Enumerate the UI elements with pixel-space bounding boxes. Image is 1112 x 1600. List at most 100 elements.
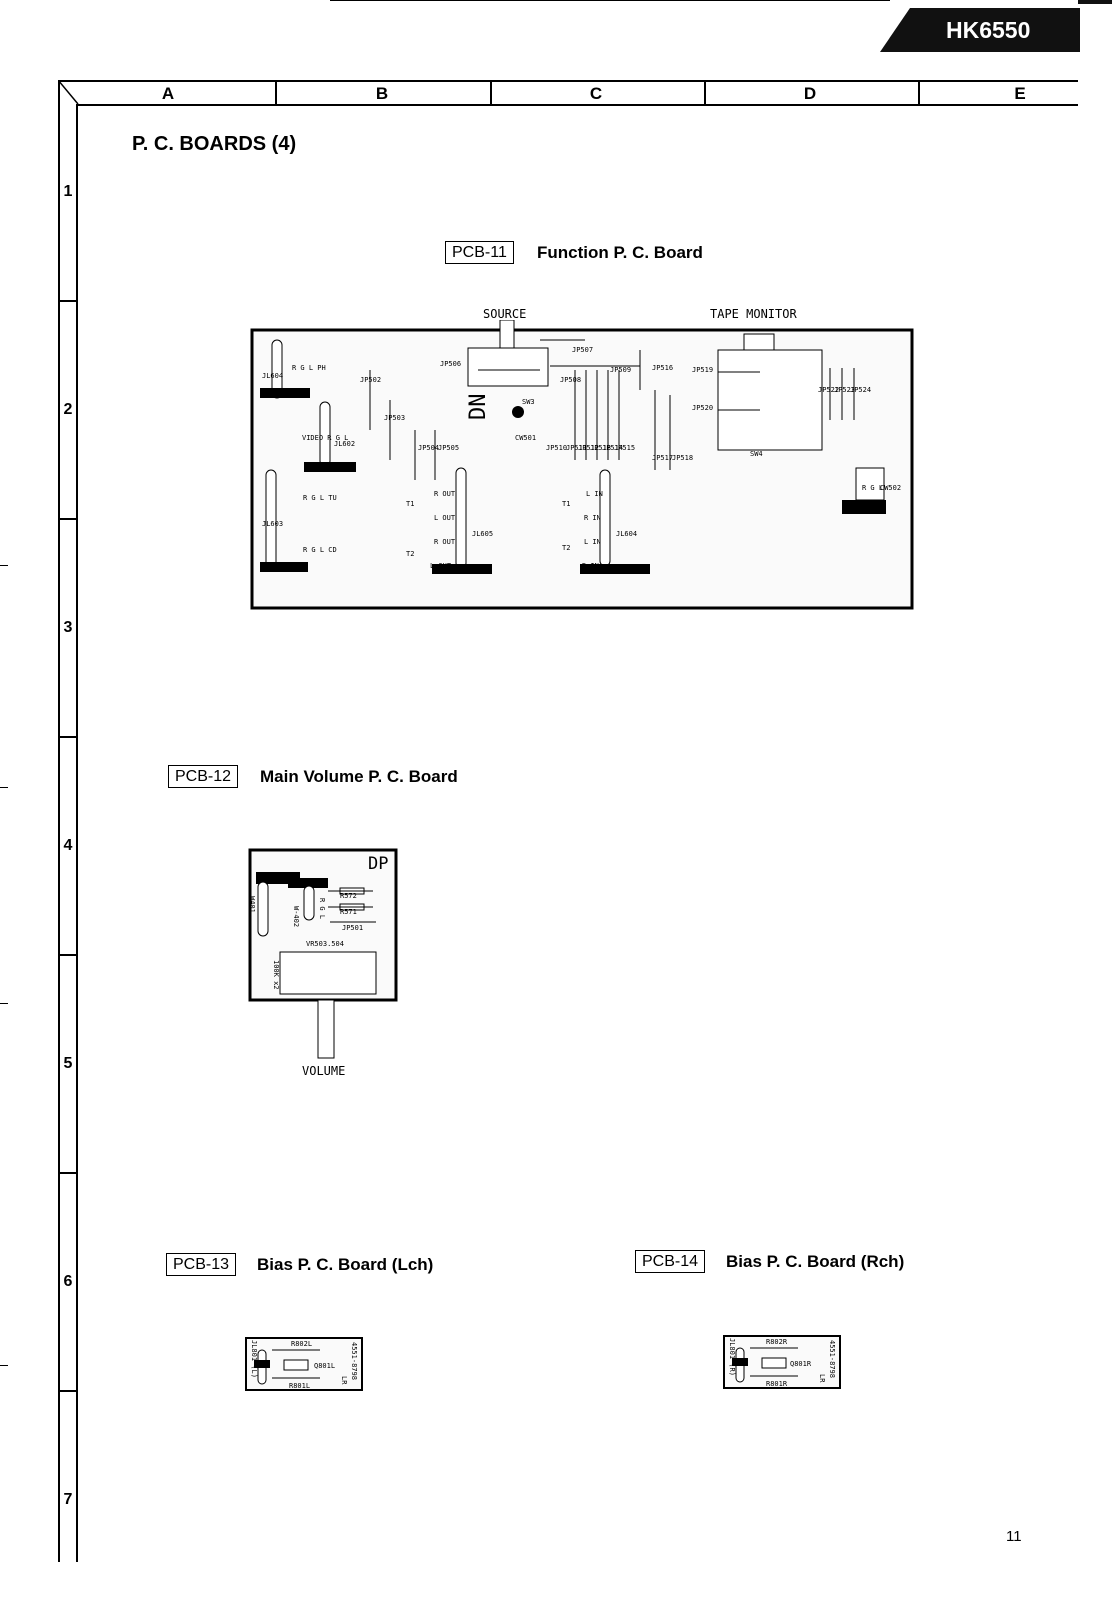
row-label-7: 7 <box>63 1491 73 1508</box>
pcb14-jl: JL801 (R) <box>728 1338 736 1376</box>
pcb12-title: Main Volume P. C. Board <box>260 767 458 786</box>
row-sep-1 <box>58 300 77 302</box>
pcb11-jp520: JP520 <box>692 404 714 412</box>
col-sep-1 <box>275 80 277 105</box>
pcb14-r802: R802R <box>766 1338 788 1346</box>
pcb13-code: 4551-8798 <box>350 1342 358 1380</box>
pcb11-ph: R G L PH <box>292 364 326 372</box>
pcb11-jp523: JP523 <box>834 386 856 394</box>
pcb11-jl602: JL602 <box>334 440 356 448</box>
pcb11-r-in: R IN <box>584 514 601 522</box>
pcb11-tu: R G L TU <box>303 494 337 502</box>
pcb11-jp518: JP518 <box>672 454 694 462</box>
pcb11-title: Function P. C. Board <box>537 243 703 262</box>
pcb14-r801: R801R <box>766 1380 788 1388</box>
pcb11-jp509: JP509 <box>610 366 632 374</box>
pcb11-jp502: JP502 <box>360 376 382 384</box>
row-label-4: 4 <box>63 837 73 854</box>
pcb12-res: 100K x2 <box>272 960 280 990</box>
pcb11-jp510: JP510 <box>546 444 568 452</box>
pcb11-tape-monitor-label: TAPE MONITOR <box>710 307 797 321</box>
pcb11-jp507: JP507 <box>572 346 594 354</box>
pcb14-lr: LR <box>818 1374 826 1383</box>
col-sep-4 <box>918 80 920 105</box>
pcb12-w401: W401 <box>248 896 256 913</box>
pcb11-jl604: JL604 <box>262 372 284 380</box>
pcb11-r-out: R OUT <box>434 490 456 498</box>
pcb12-r572: R572 <box>340 892 357 900</box>
row-label-5: 5 <box>63 1055 73 1072</box>
col-label-d: D <box>803 84 817 103</box>
pcb12-volume-label: VOLUME <box>302 1064 346 1078</box>
pcb13-jl: JL801 (L) <box>250 1340 258 1378</box>
pcb11-jp513: JP513 <box>590 444 612 452</box>
pcb11-jp512: JP512 <box>578 444 600 452</box>
pcb11-jp517: JP517 <box>652 454 674 462</box>
pcb14-tag: PCB-14 <box>635 1250 706 1273</box>
grid-top-line <box>58 80 1078 82</box>
col-label-a: A <box>161 84 175 103</box>
row-sep-5 <box>58 1172 77 1174</box>
pcb11-t1: T1 <box>406 500 415 508</box>
model-label: HK6550 <box>946 17 1031 43</box>
page-number: 11 <box>1006 1528 1022 1545</box>
pcb12-w402: W-402 <box>292 906 300 928</box>
pcb12-r571: R571 <box>340 908 357 916</box>
pcb11-r-in2: R IN <box>582 562 599 570</box>
grid-header-line <box>78 104 1078 106</box>
col-label-e: E <box>1014 84 1026 103</box>
pcb11-r-out2: R OUT <box>434 538 456 546</box>
pcb11-jp524: JP524 <box>850 386 872 394</box>
pcb11-jp515: JP515 <box>614 444 636 452</box>
pcb11-t2b: T2 <box>562 544 571 552</box>
pcb13-board <box>245 1337 363 1391</box>
col-sep-2 <box>490 80 492 105</box>
pcb11-l-out2: L OUT <box>430 562 452 570</box>
pcb11-l-out: L OUT <box>434 514 456 522</box>
header-rule <box>330 0 890 1</box>
pcb14-title: Bias P. C. Board (Rch) <box>726 1252 905 1271</box>
row-sep-2 <box>58 518 77 520</box>
pcb11-cd: R G L CD <box>303 546 337 554</box>
row-label-3: 3 <box>63 619 73 636</box>
col-label-b: B <box>375 84 389 103</box>
col-label-c: C <box>589 84 603 103</box>
pcb11-rgl-right: R G L <box>862 484 884 492</box>
pcb11-jl603: JL603 <box>262 520 284 528</box>
pcb11-sw4: SW4 <box>750 450 763 458</box>
edge-tick <box>0 565 8 566</box>
pcb11-jp522: JP522 <box>818 386 840 394</box>
edge-tick <box>0 1365 8 1366</box>
pcb12-tag: PCB-12 <box>168 765 239 788</box>
pcb11-board <box>250 320 914 610</box>
pcb11-video: VIDEO R G L <box>302 434 349 442</box>
pcb11-jp514: JP514 <box>602 444 624 452</box>
pcb11-jl604b: JL604 <box>616 530 638 538</box>
model-bar <box>1078 0 1112 4</box>
grid-left-outer <box>58 80 60 1562</box>
col-sep-3 <box>704 80 706 105</box>
row-label-1: 1 <box>63 183 73 200</box>
pcb11-cw502: CW502 <box>880 484 902 492</box>
pcb11-jl605: JL605 <box>472 530 494 538</box>
pcb11-jp505: JP505 <box>438 444 460 452</box>
grid-corner-diagonal <box>58 80 79 105</box>
pcb13-title: Bias P. C. Board (Lch) <box>257 1255 434 1274</box>
pcb11-jp503: JP503 <box>384 414 406 422</box>
pcb13-r802: R802L <box>291 1340 313 1348</box>
row-sep-6 <box>58 1390 77 1392</box>
pcb11-jp511: JP511 <box>566 444 588 452</box>
row-sep-3 <box>58 736 77 738</box>
pcb12-dp: DP <box>368 854 389 874</box>
pcb13-r801: R801L <box>289 1382 311 1390</box>
pcb11-cw501: CW501 <box>515 434 537 442</box>
pcb13-lr: LR <box>340 1376 348 1385</box>
grid-left-inner <box>76 104 78 1562</box>
pcb12-jp501: JP501 <box>342 924 364 932</box>
pcb12-board <box>248 848 398 1059</box>
pcb12-vr: VR503.504 <box>306 940 344 948</box>
pcb11-jp516: JP516 <box>652 364 674 372</box>
pcb11-dn-mark: DN <box>466 393 491 421</box>
pcb14-q801: Q801R <box>790 1360 812 1368</box>
pcb11-source-label: SOURCE <box>483 307 527 321</box>
